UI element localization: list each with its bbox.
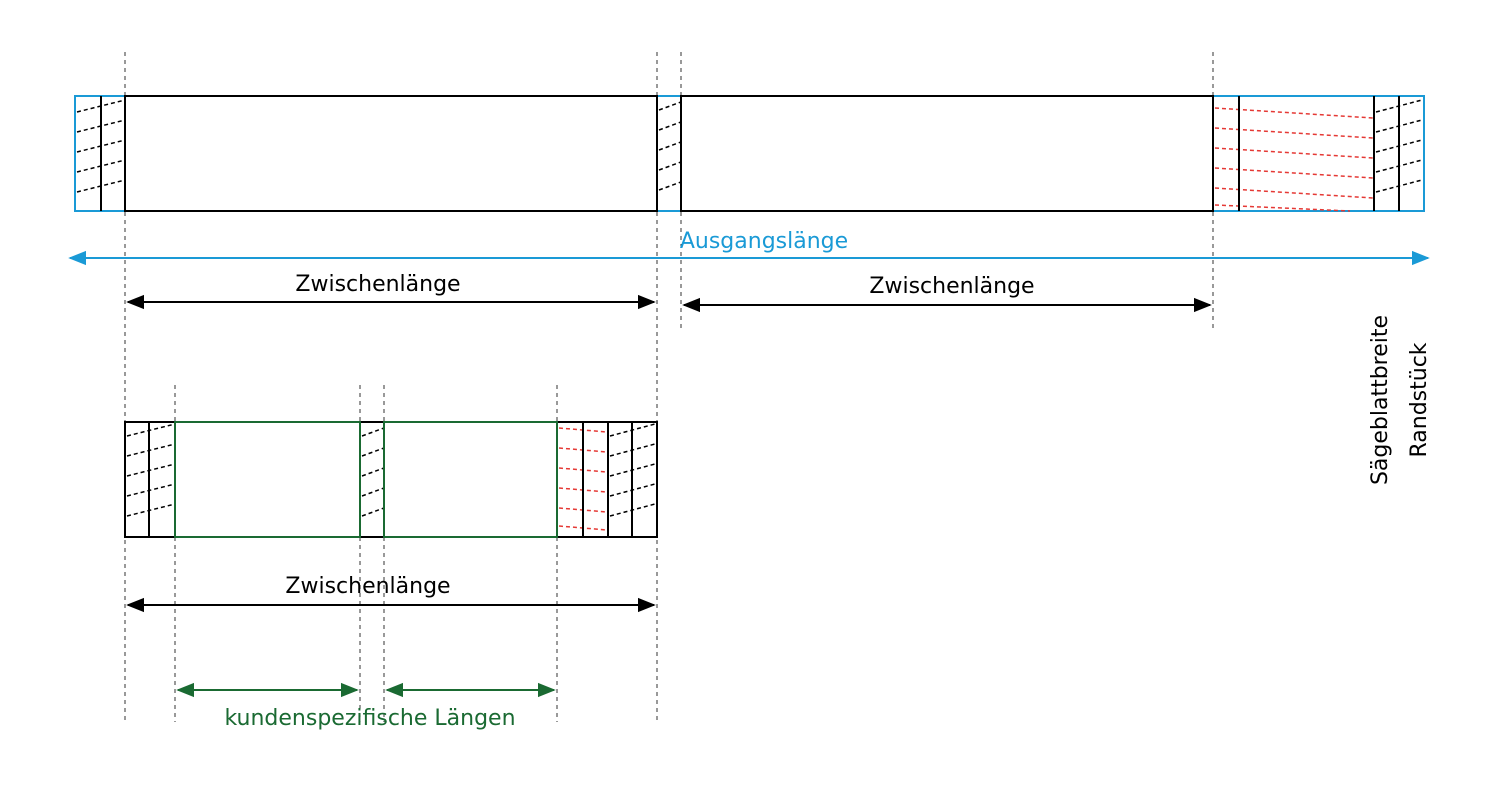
intermediate-length-label-1: Zwischenlänge [295,272,460,297]
saw-kerf-hatch-2 [361,427,385,517]
stock-bar [74,95,1425,212]
custom-lengths-label: kundenspezifische Längen [224,706,515,731]
intermediate-length-label-3: Zwischenlänge [285,574,450,599]
intermediate-length-label-2: Zwischenlänge [869,274,1034,299]
remnant-hatch [1214,107,1374,212]
intermediate-bar [124,421,658,538]
intermediate-piece-1 [124,95,658,212]
stock-length-label: Ausgangslänge [680,229,848,254]
custom-piece-1 [174,421,361,538]
right-edge-hatch [1375,99,1423,193]
intermediate-piece-2 [680,95,1214,212]
saw-kerf-hatch [658,101,682,191]
edge-piece-label: Randstück [1407,342,1432,457]
custom-piece-2 [383,421,558,538]
guide-lines [124,52,1214,722]
saw-blade-width-label: Sägeblattbreite [1368,315,1393,485]
